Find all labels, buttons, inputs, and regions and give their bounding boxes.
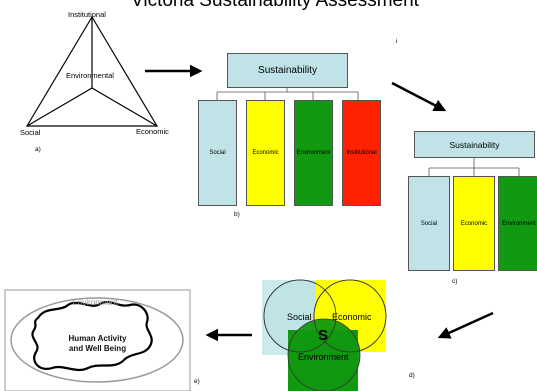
panel-b-connectors [216,88,359,100]
panel-b-header: Sustainability [227,53,348,88]
panel-b-pillar-social: Social [198,100,237,206]
arrow-b-to-c [391,81,447,112]
panel-b-pillar-environment: Environment [294,100,333,206]
venn-environment-label: Environment [298,352,349,362]
caption-c: c) [452,278,458,285]
caption-b: b) [234,211,240,218]
panel-c-pillar-environment: Environment [498,176,537,271]
caption-e: e) [194,378,200,385]
venn-center-label: S [318,327,329,344]
human-activity-blob [31,300,153,372]
venn-economic-label: Economic [332,312,372,322]
panel-c-pillar-social: Social [408,176,450,271]
human-activity-label-line1: Human Activity [68,334,127,343]
venn-diagram [262,279,387,391]
panel-b-mark: i [396,38,398,45]
page-title: Victoria Sustainability Assessment [131,0,419,11]
triangle-center-label: Environmental [66,71,114,80]
caption-a: a) [35,146,41,153]
panel-b-pillar-economic: Economic [246,100,285,206]
human-activity-label-line2: and Well Being [68,344,127,353]
triangle-left-label: Social [20,128,41,137]
arrow-c-to-d [437,311,494,339]
triangle-top-label: Institutional [68,10,106,19]
environment-label: Environment [72,298,118,307]
triangle-right-label: Economic [136,127,169,136]
panel-c-pillar-economic: Economic [453,176,495,271]
triangle-diagram [25,15,159,127]
panel-c-header: Sustainability [414,131,535,158]
venn-social-label: Social [287,312,312,322]
caption-d: d) [409,372,415,379]
panel-c-connectors [428,158,520,176]
panel-b-pillar-institutional: Institutional [342,100,381,206]
